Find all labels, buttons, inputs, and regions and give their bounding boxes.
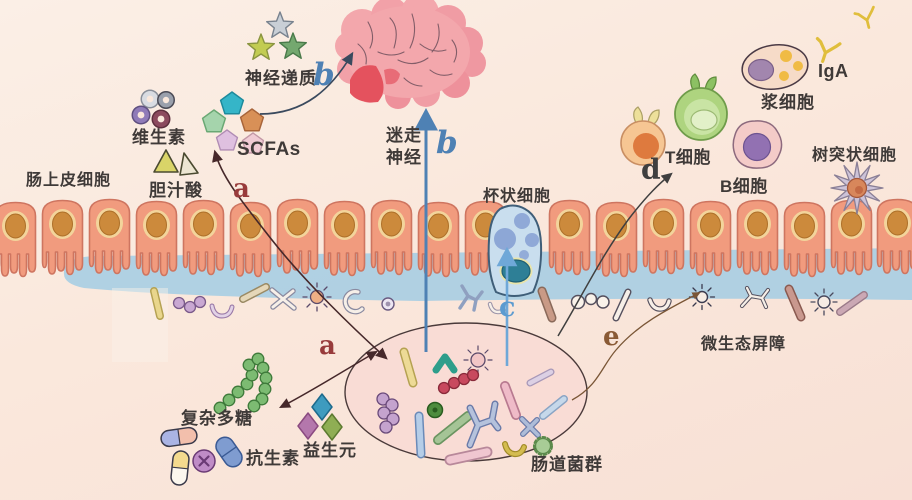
label-micro-barrier: 微生态屏障 bbox=[701, 336, 787, 353]
label-scfas: SCFAs bbox=[237, 139, 301, 160]
label-complex-polysaccharides: 复杂多糖 bbox=[181, 409, 253, 428]
label-plasma-cell: 浆细胞 bbox=[761, 93, 815, 112]
antibiotics-icon bbox=[160, 426, 243, 486]
label-vagus-line1: 迷走 bbox=[386, 126, 422, 145]
plasma-cell-icon bbox=[741, 43, 809, 91]
pathway-letter-e: e bbox=[603, 322, 620, 352]
pathway-letter-c: c bbox=[499, 292, 516, 323]
pathway-e-barrier-arrow bbox=[571, 292, 701, 401]
label-prebiotics: 益生元 bbox=[303, 441, 357, 460]
dendritic-cell-icon bbox=[830, 161, 884, 215]
label-vagus-line2: 神经 bbox=[386, 148, 422, 167]
pathway-a-polysaccharide-arrow bbox=[279, 350, 378, 409]
brain-icon bbox=[335, 0, 486, 109]
pathway-letter-a-upper: a bbox=[233, 174, 250, 204]
label-goblet-cell: 杯状细胞 bbox=[483, 188, 552, 205]
label-bile-acids: 胆汁酸 bbox=[149, 181, 203, 200]
pathway-letter-a-lower: a bbox=[319, 331, 336, 361]
epithelial-cells-row bbox=[0, 198, 912, 278]
goblet-cell-icon bbox=[487, 204, 543, 297]
label-t-cell: T细胞 bbox=[665, 148, 711, 167]
label-epithelium: 肠上皮细胞 bbox=[26, 172, 112, 189]
label-neurotransmitters: 神经递质 bbox=[245, 69, 317, 88]
pathway-d-immune-arrow bbox=[557, 172, 673, 337]
gut-microbiota-oval bbox=[344, 322, 588, 466]
iga-antibody-icon bbox=[815, 5, 875, 63]
t-cell-orange-icon bbox=[620, 106, 666, 166]
pathway-letter-b-line: b bbox=[436, 125, 458, 161]
label-antibiotics: 抗生素 bbox=[246, 449, 300, 468]
t-cell-green-icon bbox=[674, 73, 728, 141]
complex-polysaccharide-icon bbox=[213, 352, 273, 415]
pathway-a-metabolite-arrow bbox=[212, 149, 388, 360]
label-dendritic-cell: 树突状细胞 bbox=[812, 147, 898, 164]
pathway-b-neurotransmitter-arrow bbox=[259, 51, 354, 115]
bile-acids-icon bbox=[153, 149, 199, 176]
label-gut-microbiota: 肠道菌群 bbox=[531, 455, 603, 474]
label-b-cell: B细胞 bbox=[720, 177, 768, 196]
neurotransmitter-stars-icon bbox=[246, 11, 307, 61]
pathway-letter-b-curve: b bbox=[313, 57, 335, 93]
prebiotics-icon bbox=[297, 393, 343, 441]
b-cell-icon bbox=[732, 120, 783, 169]
vitamins-icon bbox=[131, 89, 175, 129]
pathway-letter-d: d bbox=[641, 153, 661, 186]
label-iga: IgA bbox=[818, 61, 849, 81]
label-vitamins: 维生素 bbox=[132, 128, 186, 147]
pathway-arrows bbox=[212, 51, 701, 409]
